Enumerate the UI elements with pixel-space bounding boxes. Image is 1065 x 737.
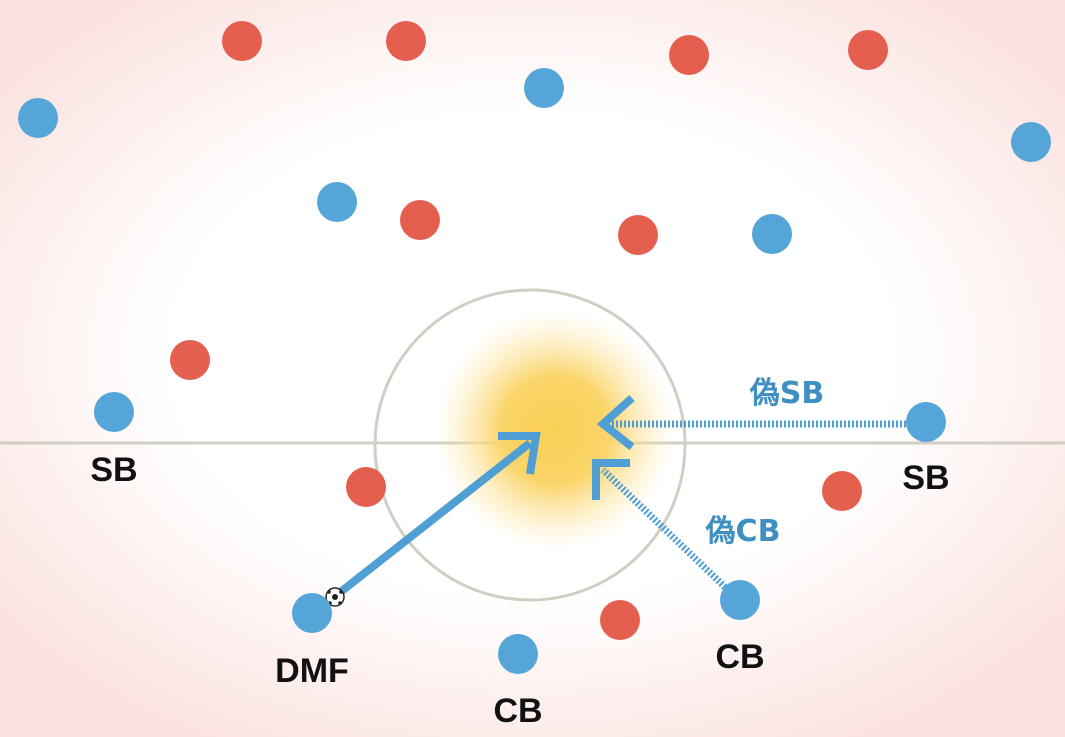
player-cb-right [720,580,760,620]
label-cb-right: CB [715,638,764,676]
opponent-player [400,200,440,240]
own-team [18,68,1051,674]
player-cb-center [498,634,538,674]
opponent-player [848,30,888,70]
player-sb-right [906,402,946,442]
player-sb-left [94,392,134,432]
opponent-team [170,21,888,640]
soccer-ball-icon [325,587,345,607]
center-circle [373,288,687,602]
team-player [18,98,58,138]
opponent-player [222,21,262,61]
opponent-player [822,471,862,511]
label-false-cb: 偽CB [705,514,781,549]
player-dmf [292,593,332,633]
opponent-player [386,21,426,61]
label-false-sb: 偽SB [749,376,824,411]
label-sb-right: SB [902,459,949,497]
dmf-run-arrow [335,439,533,598]
label-cb-center: CB [493,692,542,730]
team-player [317,182,357,222]
false-sb-arrowhead [596,395,635,451]
label-sb-left: SB [90,451,137,489]
opponent-player [170,340,210,380]
center-zone-highlight [435,310,675,550]
team-player [752,214,792,254]
opponent-player [669,35,709,75]
false-cb-arrowhead [592,459,630,500]
opponent-player [618,215,658,255]
team-player [1011,122,1051,162]
dmf-arrowhead [498,432,541,475]
team-player [524,68,564,108]
opponent-player [346,467,386,507]
label-dmf: DMF [275,652,349,690]
opponent-player [600,600,640,640]
false-cb-run-line [600,467,731,593]
